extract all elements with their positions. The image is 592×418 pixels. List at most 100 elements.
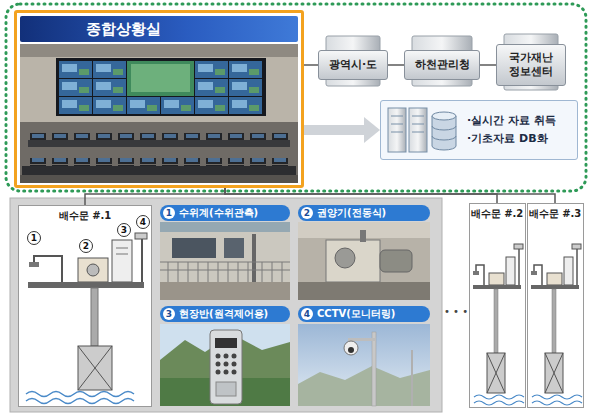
control-room-photo-part <box>56 58 266 116</box>
control-room-photo-part <box>22 166 296 175</box>
gate-drawing-part <box>91 288 98 346</box>
node-label: CCTV(모니터링) <box>317 307 395 321</box>
agency-server: 국가재난 정보센터 <box>496 44 566 86</box>
gate-box: 배수문 #.3 <box>527 203 584 408</box>
panel-photo <box>160 324 290 406</box>
database-box: ·실시간 자료 취득·기초자료 DB화 <box>380 100 578 160</box>
callout-number: 1 <box>27 231 41 245</box>
gate-box: 배수문 #.2 <box>469 203 526 408</box>
database-icon-part <box>432 112 456 120</box>
field-panel-part <box>10 198 442 412</box>
connector-line <box>388 65 404 66</box>
panel-photo-part <box>160 334 290 380</box>
connector-path <box>85 188 225 205</box>
control-room-photo-part <box>59 61 263 114</box>
connector-path <box>480 64 496 66</box>
control-room-photo-part <box>28 140 290 147</box>
cctv-photo-part <box>298 324 430 406</box>
cctv-photo-part <box>348 347 354 353</box>
connector-line <box>225 188 555 203</box>
panel-photo-part <box>224 354 229 359</box>
gauge-photo-part <box>224 238 244 258</box>
database-icon-part <box>409 108 427 152</box>
tab-number: 4 <box>301 308 313 320</box>
system-region-part <box>6 4 586 191</box>
node-label: 권양기(전동식) <box>317 206 386 220</box>
tab-number: 1 <box>163 207 175 219</box>
cctv-photo-part <box>348 338 376 341</box>
gate-drawing-part <box>116 248 128 254</box>
panel-photo-part <box>216 382 236 396</box>
panel-photo-part <box>216 362 221 367</box>
control-room-photo-part <box>20 122 298 183</box>
node-label: 국가재난 정보센터 <box>501 51 561 79</box>
panel-photo-part <box>216 370 221 375</box>
tab-number: 3 <box>163 308 175 320</box>
callout-number: 2 <box>79 239 93 253</box>
node-label: 종합상황실 <box>20 16 298 42</box>
gate-drawing-small-part <box>528 203 582 408</box>
gauge-photo-part <box>160 222 290 300</box>
database-icon-part <box>380 100 578 160</box>
arrow-head <box>364 117 380 143</box>
node-label: 하천관리청 <box>415 58 470 72</box>
control-room-photo-part <box>127 61 194 96</box>
gate-drawing-part <box>78 346 112 390</box>
cctv-photo-part <box>372 332 376 406</box>
block-arrow <box>304 117 380 143</box>
panel-photo-part <box>224 362 229 367</box>
gate-drawing-part <box>135 233 147 239</box>
cctv-photo-part <box>298 366 430 406</box>
panel-photo-part <box>232 354 237 359</box>
hoist-photo-part <box>380 250 412 272</box>
control-room-photo-part <box>24 158 294 166</box>
panel-photo-part <box>160 324 290 406</box>
gate-drawing <box>18 205 152 407</box>
node-label: ·실시간 자료 취득 <box>467 112 571 130</box>
control-room-photo-part <box>20 44 298 183</box>
control-room-photo-part <box>20 44 298 57</box>
node-label: 수위계(수위관측) <box>179 206 258 220</box>
panel-photo-part <box>216 354 221 359</box>
gate-drawing-part <box>78 258 108 282</box>
equipment-tab: 3 현장반(원격제어용) <box>160 306 290 322</box>
panel-photo-part <box>215 338 237 348</box>
panel-photo-part <box>210 330 242 404</box>
connector-path <box>225 188 497 203</box>
connector-line <box>304 65 318 66</box>
system-region <box>6 4 586 191</box>
tab-number: 2 <box>301 207 313 219</box>
control-room-photo-part <box>131 64 190 92</box>
gate-drawing-part <box>78 346 112 390</box>
equipment-tab: 1 수위계(수위관측) <box>160 205 290 221</box>
cctv-photo <box>298 324 430 406</box>
gate-drawing-part <box>112 240 132 282</box>
gate-drawing-small-part <box>470 203 524 408</box>
node-label: 배수문 #.1 <box>19 209 151 223</box>
connector-line <box>85 188 225 205</box>
equipment-tab: 2 권양기(전동식) <box>298 205 430 221</box>
node-label: 현장반(원격제어용) <box>179 307 268 321</box>
gauge-photo <box>160 222 290 300</box>
hoist-photo-part <box>326 240 380 282</box>
connector-path <box>304 64 318 66</box>
hoist-photo-part <box>298 282 430 300</box>
control-room-photo <box>20 44 298 183</box>
hoist-photo <box>298 222 430 300</box>
connector-path <box>225 188 555 203</box>
connector-line <box>480 65 496 66</box>
gate-drawing-part <box>87 264 99 276</box>
gate-drawing-part <box>28 282 144 288</box>
field-panel <box>10 198 442 412</box>
node-label: 광역시·도 <box>329 58 377 72</box>
agency-server: 광역시·도 <box>318 50 388 80</box>
equipment-tab: 4 CCTV(모니터링) <box>298 306 430 322</box>
database-icon-part <box>432 126 456 140</box>
gauge-photo-part <box>172 238 216 258</box>
gate-drawing-part <box>29 262 39 267</box>
gate-drawing-part <box>26 392 134 404</box>
control-room-box: 종합상황실 <box>14 10 304 188</box>
gauge-photo-part <box>160 262 290 282</box>
connector-path <box>388 64 404 66</box>
